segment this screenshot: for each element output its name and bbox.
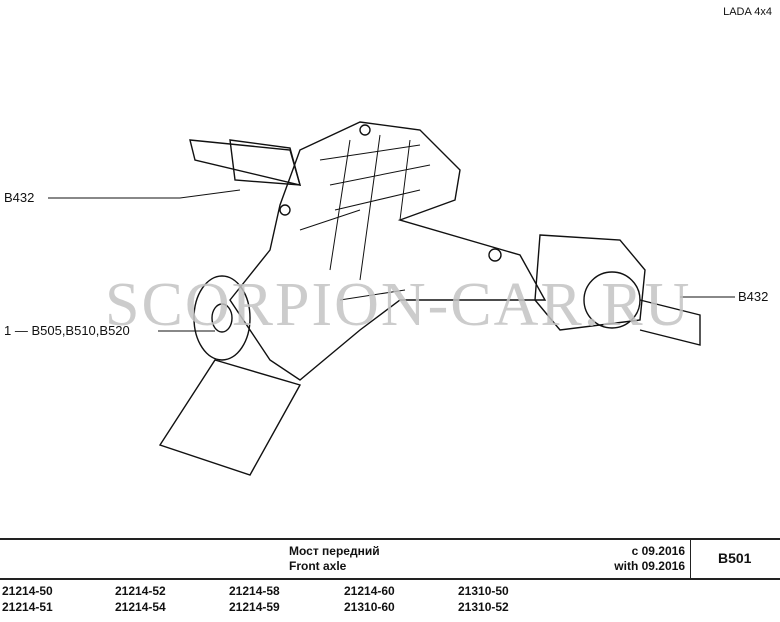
model: 21214-60: [344, 584, 395, 598]
title-en: Front axle: [289, 559, 347, 573]
model: 21214-52: [115, 584, 166, 598]
watermark: SCORPION-CAR.RU: [105, 271, 692, 339]
model: 21310-52: [458, 600, 509, 614]
callout-b505[interactable]: 1 — B505,B510,B520: [4, 323, 130, 338]
model: 21214-50: [2, 584, 53, 598]
right-shaft: [639, 299, 701, 346]
callout-b432-left[interactable]: B432: [4, 190, 35, 205]
callout-b432-right[interactable]: B432: [738, 289, 769, 304]
model: 21214-58: [229, 584, 280, 598]
section-code: B501: [718, 550, 752, 566]
brand-label: LADA 4x4: [723, 6, 772, 18]
housing-ribs: [299, 134, 431, 281]
front-axle-drawing: [48, 121, 735, 476]
model: 21310-60: [344, 600, 395, 614]
left-boot: [229, 139, 301, 186]
right-flange: [534, 234, 646, 331]
model: 21214-51: [2, 600, 53, 614]
model: 21214-54: [115, 600, 166, 614]
model: 21214-59: [229, 600, 280, 614]
housing: [229, 121, 547, 381]
leader-lines: [48, 189, 735, 332]
title-ru: Мост передний: [289, 544, 380, 558]
right-boot: [583, 271, 641, 329]
divider: [690, 540, 691, 578]
title-block: Мост передний Front axle с 09.2016 with …: [0, 538, 780, 580]
pinion-flange: [193, 275, 251, 361]
mounting-bracket: [158, 359, 302, 476]
date-en: with 09.2016: [614, 559, 685, 573]
date-ru: с 09.2016: [631, 544, 685, 558]
model: 21310-50: [458, 584, 509, 598]
